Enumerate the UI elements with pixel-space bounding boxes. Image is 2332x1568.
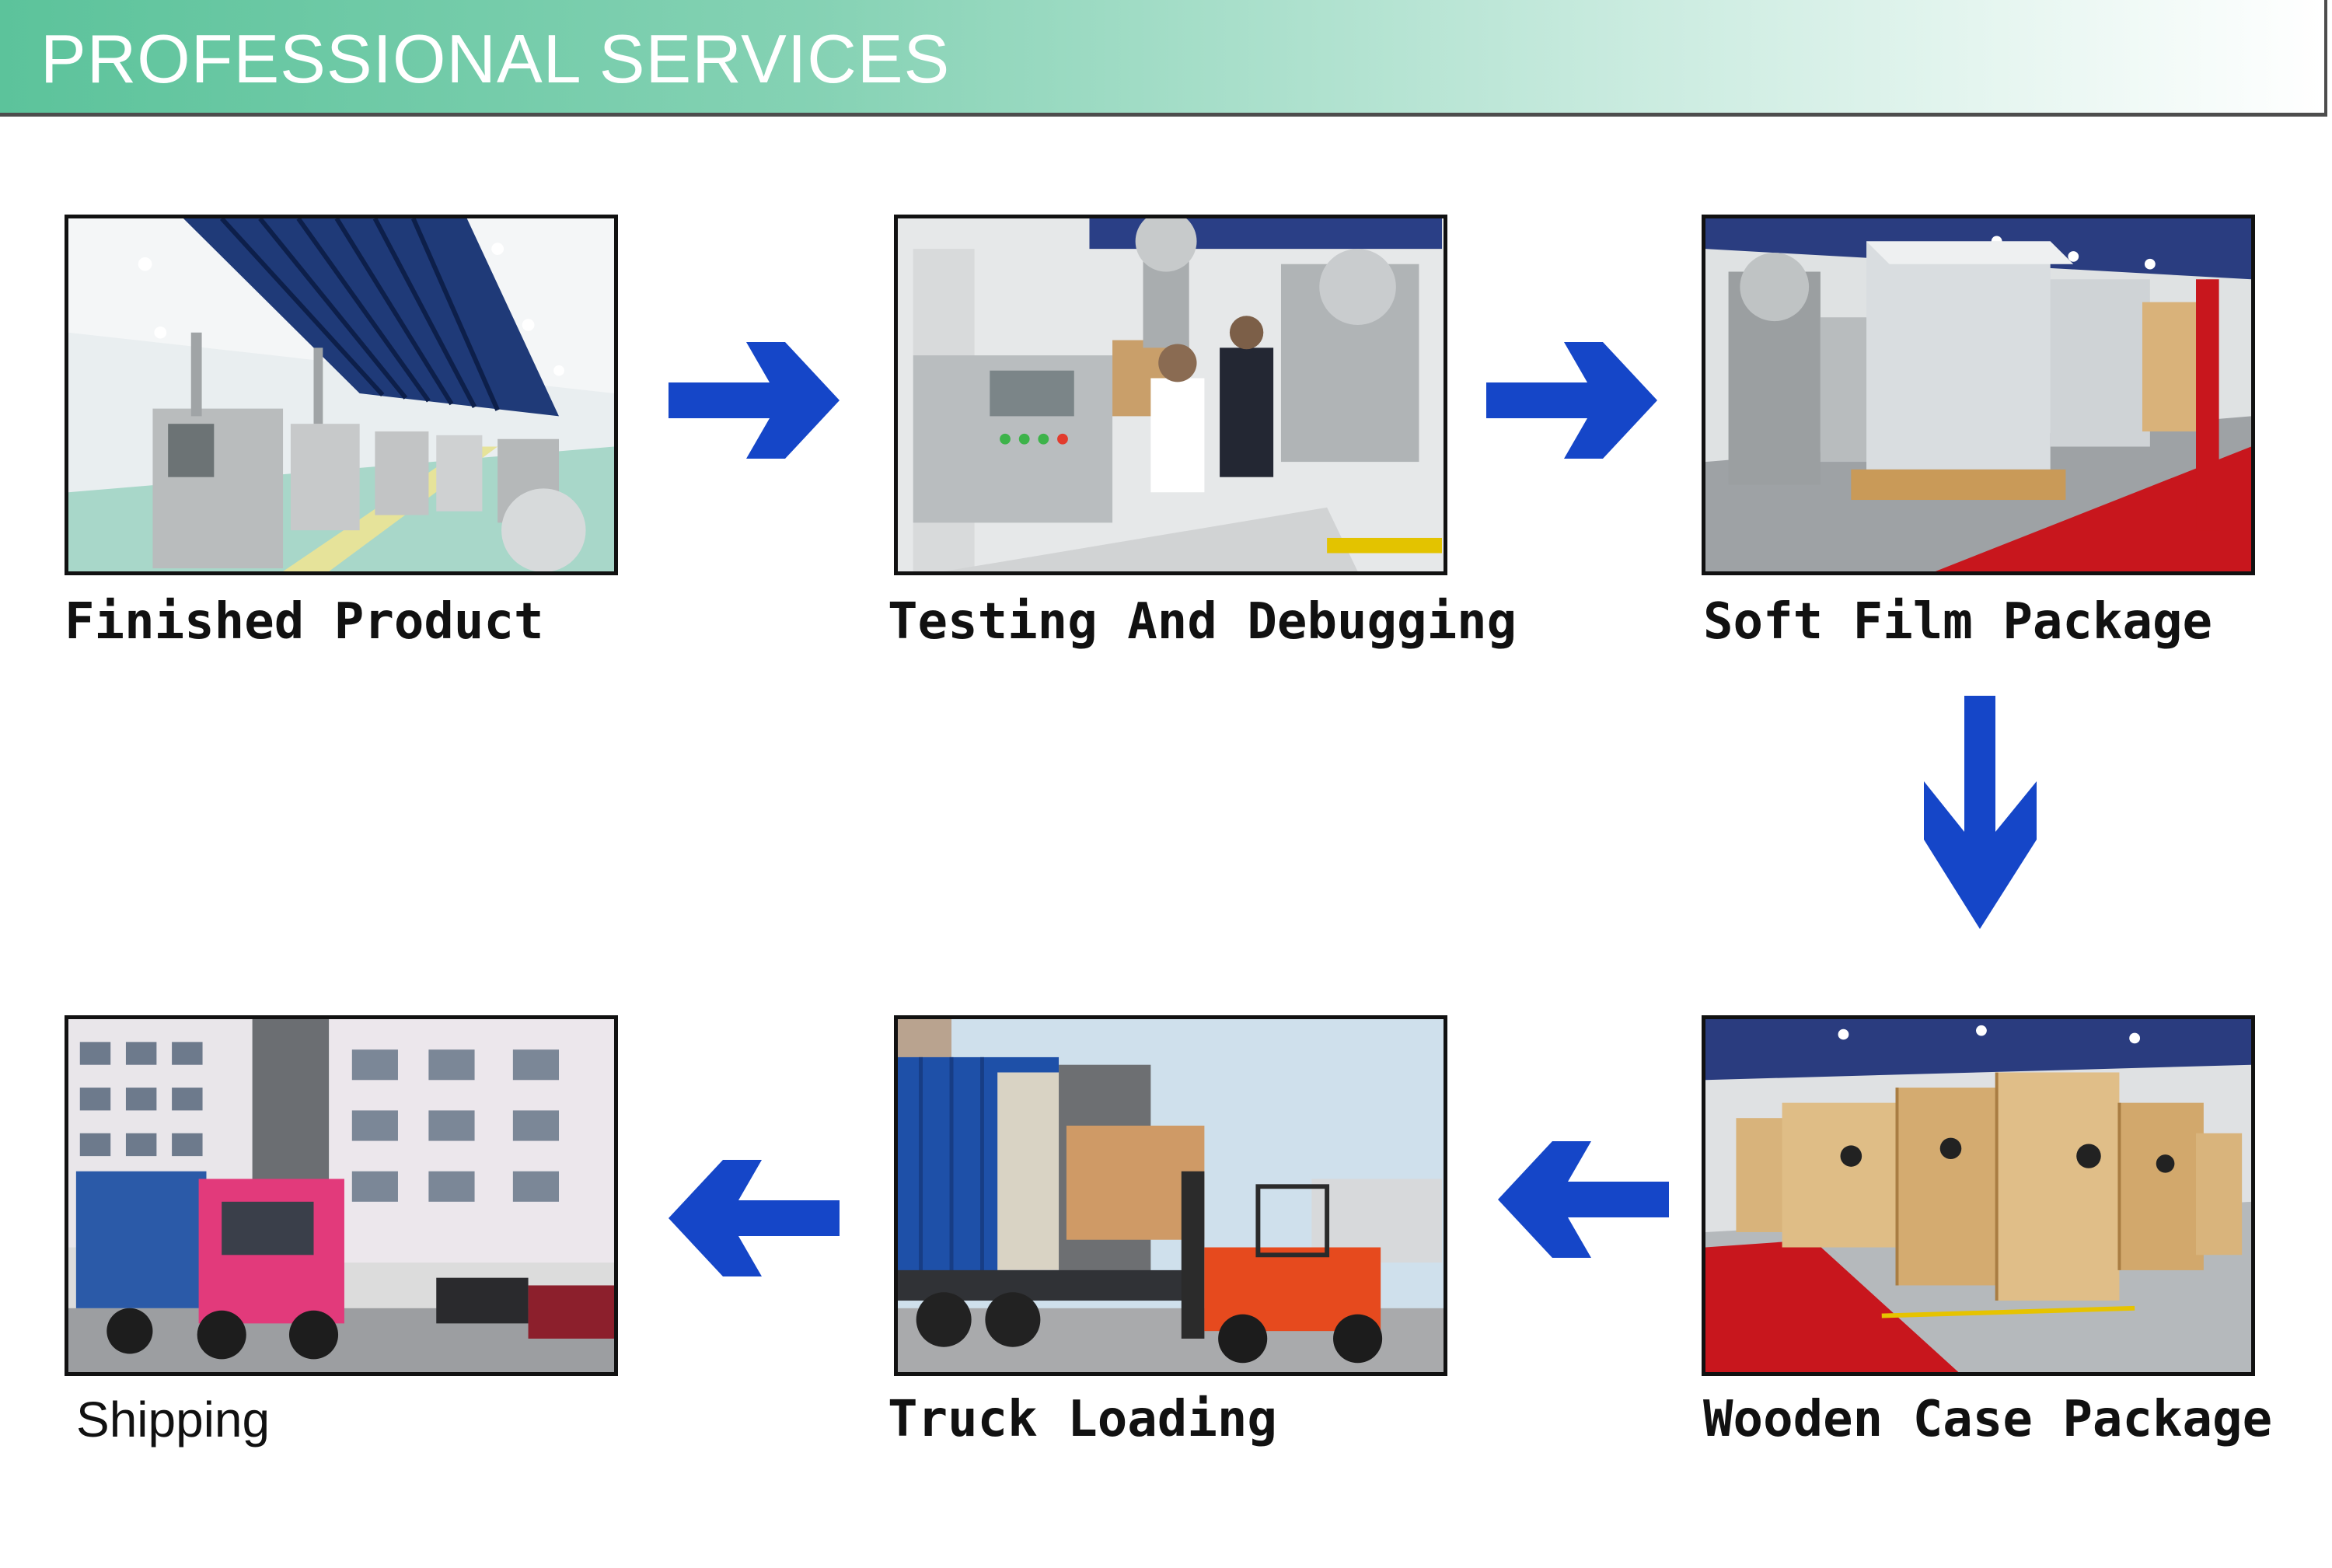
arrow-right-icon	[669, 342, 840, 459]
finished-product-photo	[65, 215, 618, 575]
arrow-left-icon	[1498, 1141, 1669, 1258]
arrow-right-icon	[1486, 342, 1657, 459]
soft-film-package-photo	[1702, 215, 2255, 575]
step-label-finished-product: Finished Product	[65, 593, 544, 651]
step-label-wooden-case-package: Wooden Case Package	[1703, 1391, 2273, 1448]
step-label-soft-film-package: Soft Film Package	[1703, 593, 2213, 651]
step-label-shipping: Shipping	[76, 1392, 271, 1448]
page-title: PROFESSIONAL SERVICES	[40, 20, 951, 97]
arrow-left-icon	[669, 1160, 840, 1276]
arrow-down-icon	[1924, 696, 2037, 929]
wooden-case-package-photo	[1702, 1015, 2255, 1376]
testing-debugging-photo	[894, 215, 1447, 575]
truck-loading-photo	[894, 1015, 1447, 1376]
shipping-photo	[65, 1015, 618, 1376]
step-label-testing-debugging: Testing And Debugging	[888, 593, 1517, 651]
step-label-truck-loading: Truck Loading	[888, 1391, 1277, 1448]
header-banner: PROFESSIONAL SERVICES	[0, 0, 2327, 117]
